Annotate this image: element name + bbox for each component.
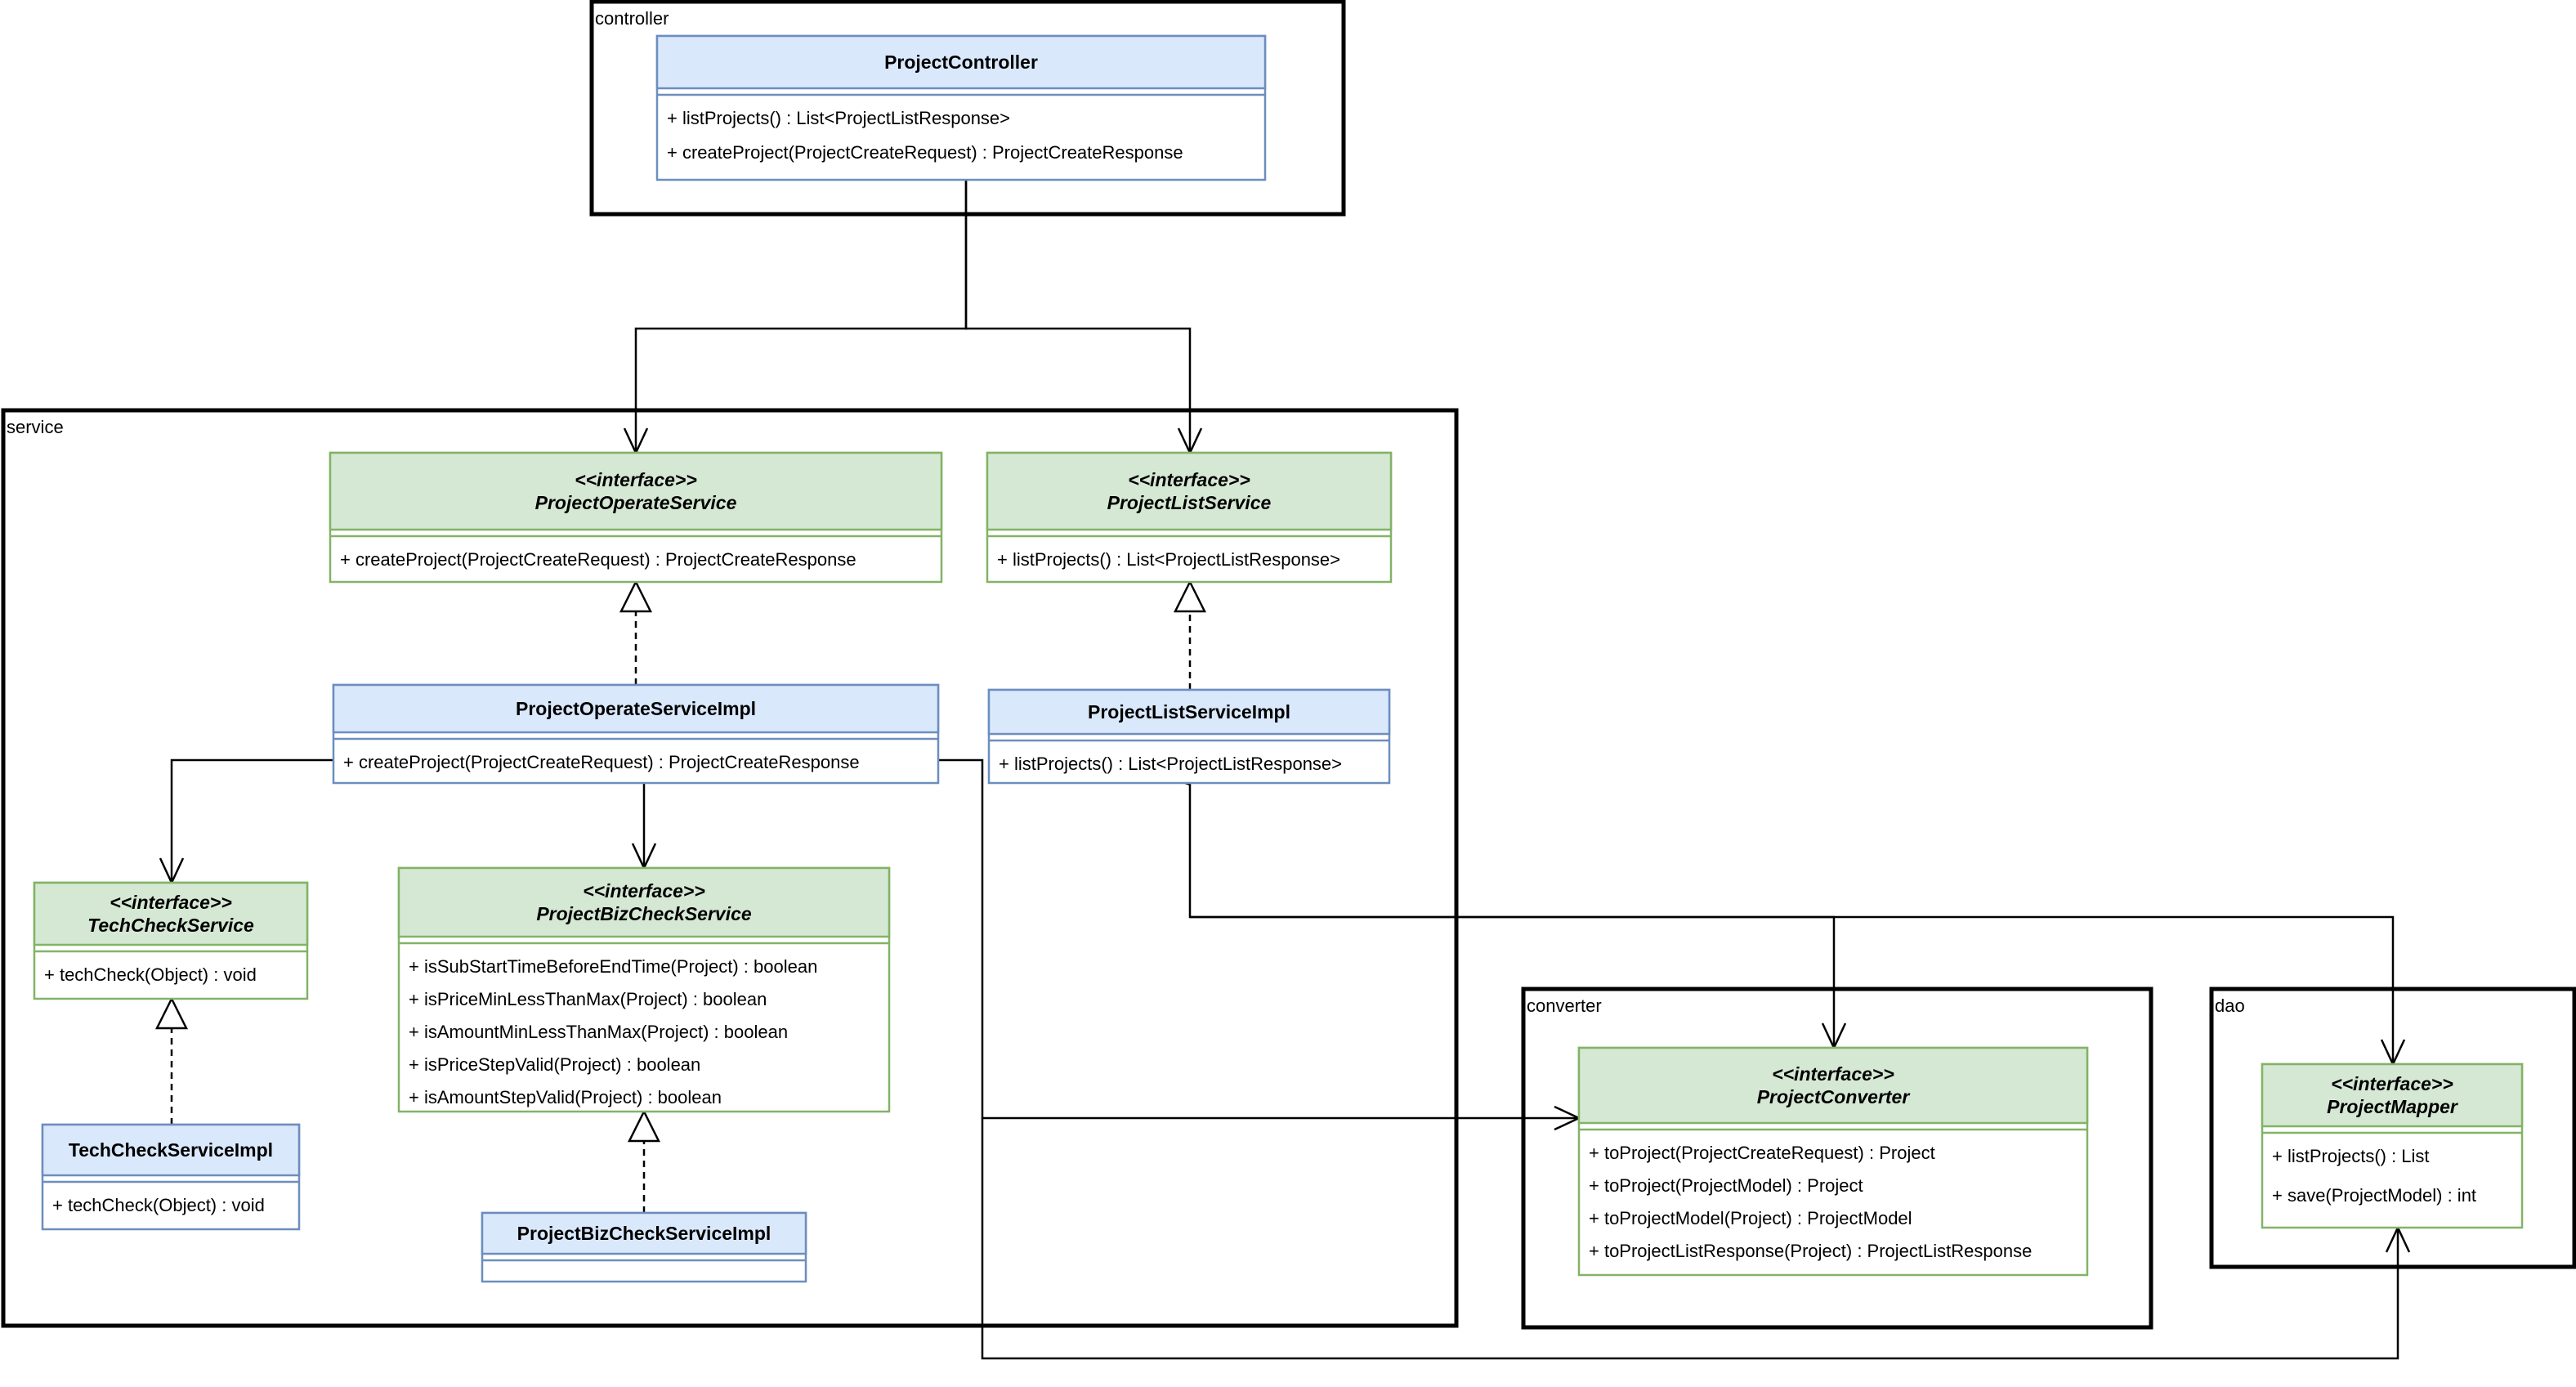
class-header (2261, 1063, 2524, 1128)
class-stereotype: <<interface>> (1772, 1063, 1894, 1085)
association-line (938, 758, 1579, 1120)
class-header (329, 451, 943, 531)
package-dao: dao (2209, 987, 2576, 1269)
class-name: ProjectBizCheckServiceImpl (517, 1223, 771, 1244)
class-header (41, 1123, 301, 1177)
class-header (1577, 1046, 2089, 1125)
edge-listimpl-to-converter (1184, 781, 1847, 1050)
class-stereotype: <<interface>> (1128, 469, 1250, 490)
class-name: TechCheckService (87, 915, 254, 936)
class-stereotype: <<interface>> (583, 880, 705, 902)
packages-layer: controller service converter dao (1, 0, 2576, 1330)
association-line (964, 180, 1192, 453)
edge-operateimpl-to-converter (938, 758, 1581, 1131)
class-name: ProjectController (884, 51, 1038, 73)
class-tech-check-service-impl[interactable]: TechCheckServiceImpl + techCheck(Object) … (41, 1123, 301, 1231)
class-header (397, 866, 891, 938)
class-method: + techCheck(Object) : void (44, 964, 257, 985)
association-line (1190, 915, 2395, 1064)
class-method: + createProject(ProjectCreateRequest) : … (667, 142, 1183, 163)
class-stereotype: <<interface>> (2331, 1073, 2453, 1094)
class-method: + createProject(ProjectCreateRequest) : … (340, 549, 856, 570)
association-line (1184, 781, 1836, 1048)
package-frame (1, 408, 1459, 1328)
class-header (986, 451, 1393, 531)
class-name: ProjectMapper (2327, 1096, 2458, 1117)
package-label: service (7, 417, 64, 437)
interface-project-mapper[interactable]: <<interface>>ProjectMapper + listProjects… (2261, 1063, 2524, 1229)
class-method: + createProject(ProjectCreateRequest) : … (343, 752, 860, 772)
class-method: + isSubStartTimeBeforeEndTime(Project) :… (409, 956, 817, 977)
class-method: + listProjects() : List<ProjectListRespo… (997, 549, 1340, 570)
package-controller: controller (589, 0, 1346, 217)
hollow-triangle-arrowhead (1173, 579, 1207, 613)
class-method: + listProjects() : List<ProjectListRespo… (999, 754, 1342, 774)
class-project-biz-check-service-impl[interactable]: ProjectBizCheckServiceImpl (481, 1211, 807, 1283)
edge-operateimpl-to-tech (159, 758, 333, 885)
package-label: converter (1527, 996, 1602, 1016)
class-name: TechCheckServiceImpl (69, 1139, 273, 1161)
interface-tech-check-service[interactable]: <<interface>>TechCheckService + techCheck… (33, 881, 309, 1000)
class-name: ProjectListServiceImpl (1088, 701, 1290, 723)
class-name: ProjectOperateService (535, 492, 737, 513)
package-converter: converter (1521, 987, 2153, 1330)
class-project-operate-service-impl[interactable]: ProjectOperateServiceImpl + createProject… (332, 683, 940, 785)
class-header (33, 881, 309, 946)
interface-project-converter[interactable]: <<interface>>ProjectConverter + toProject… (1577, 1046, 2089, 1277)
class-method: + listProjects() : List<ProjectListRespo… (667, 108, 1010, 128)
class-name: ProjectOperateServiceImpl (516, 698, 756, 719)
class-name: ProjectConverter (1757, 1086, 1911, 1107)
package-service: service (1, 408, 1459, 1328)
class-method: + isAmountMinLessThanMax(Project) : bool… (409, 1022, 788, 1042)
class-method: + toProjectModel(Project) : ProjectModel (1589, 1208, 1912, 1228)
edge-operateimpl-to-biz (631, 783, 657, 870)
class-stereotype: <<interface>> (110, 892, 232, 913)
interface-project-biz-check-service[interactable]: <<interface>>ProjectBizCheckService + isS… (397, 866, 891, 1113)
class-method: + techCheck(Object) : void (52, 1195, 265, 1215)
edge-listimpl-realizes (1173, 579, 1207, 690)
class-method: + save(ProjectModel) : int (2272, 1185, 2476, 1206)
association-line (981, 1118, 2399, 1360)
class-method: + isPriceStepValid(Project) : boolean (409, 1054, 700, 1075)
edge-operateimpl-realizes (619, 579, 653, 685)
class-method: + toProjectListResponse(Project) : Proje… (1589, 1241, 2032, 1261)
hollow-triangle-arrowhead (619, 579, 653, 613)
class-header (332, 683, 940, 734)
class-project-list-service-impl[interactable]: ProjectListServiceImpl + listProjects() :… (987, 688, 1391, 785)
package-frame (589, 0, 1346, 217)
edge-bizimpl-realizes (627, 1109, 661, 1213)
class-stereotype: <<interface>> (575, 469, 697, 490)
class-method: + isPriceMinLessThanMax(Project) : boole… (409, 989, 767, 1009)
edges-layer (154, 180, 2411, 1360)
association-line (170, 758, 333, 883)
hollow-triangle-arrowhead (154, 996, 189, 1030)
class-method: + isAmountStepValid(Project) : boolean (409, 1087, 722, 1107)
hollow-triangle-arrowhead (627, 1109, 661, 1143)
class-name: ProjectListService (1107, 492, 1272, 513)
class-method: + toProject(ProjectModel) : Project (1589, 1175, 1863, 1196)
class-method: + toProject(ProjectCreateRequest) : Proj… (1589, 1143, 1935, 1163)
interface-project-operate-service[interactable]: <<interface>>ProjectOperateService + crea… (329, 451, 943, 584)
package-label: dao (2215, 996, 2245, 1016)
class-header (987, 688, 1391, 736)
interface-project-list-service[interactable]: <<interface>>ProjectListService + listPro… (986, 451, 1393, 584)
class-method: + listProjects() : List (2272, 1146, 2430, 1166)
classes-layer: ProjectController + listProjects() : List… (33, 34, 2524, 1283)
package-frame (2209, 987, 2576, 1269)
package-label: controller (595, 8, 669, 29)
class-header (481, 1211, 807, 1255)
class-project-controller[interactable]: ProjectController + listProjects() : List… (655, 34, 1267, 181)
class-name: ProjectBizCheckService (536, 903, 752, 924)
edge-techimpl-realizes (154, 996, 189, 1125)
class-header (655, 34, 1267, 90)
package-frame (1521, 987, 2153, 1330)
